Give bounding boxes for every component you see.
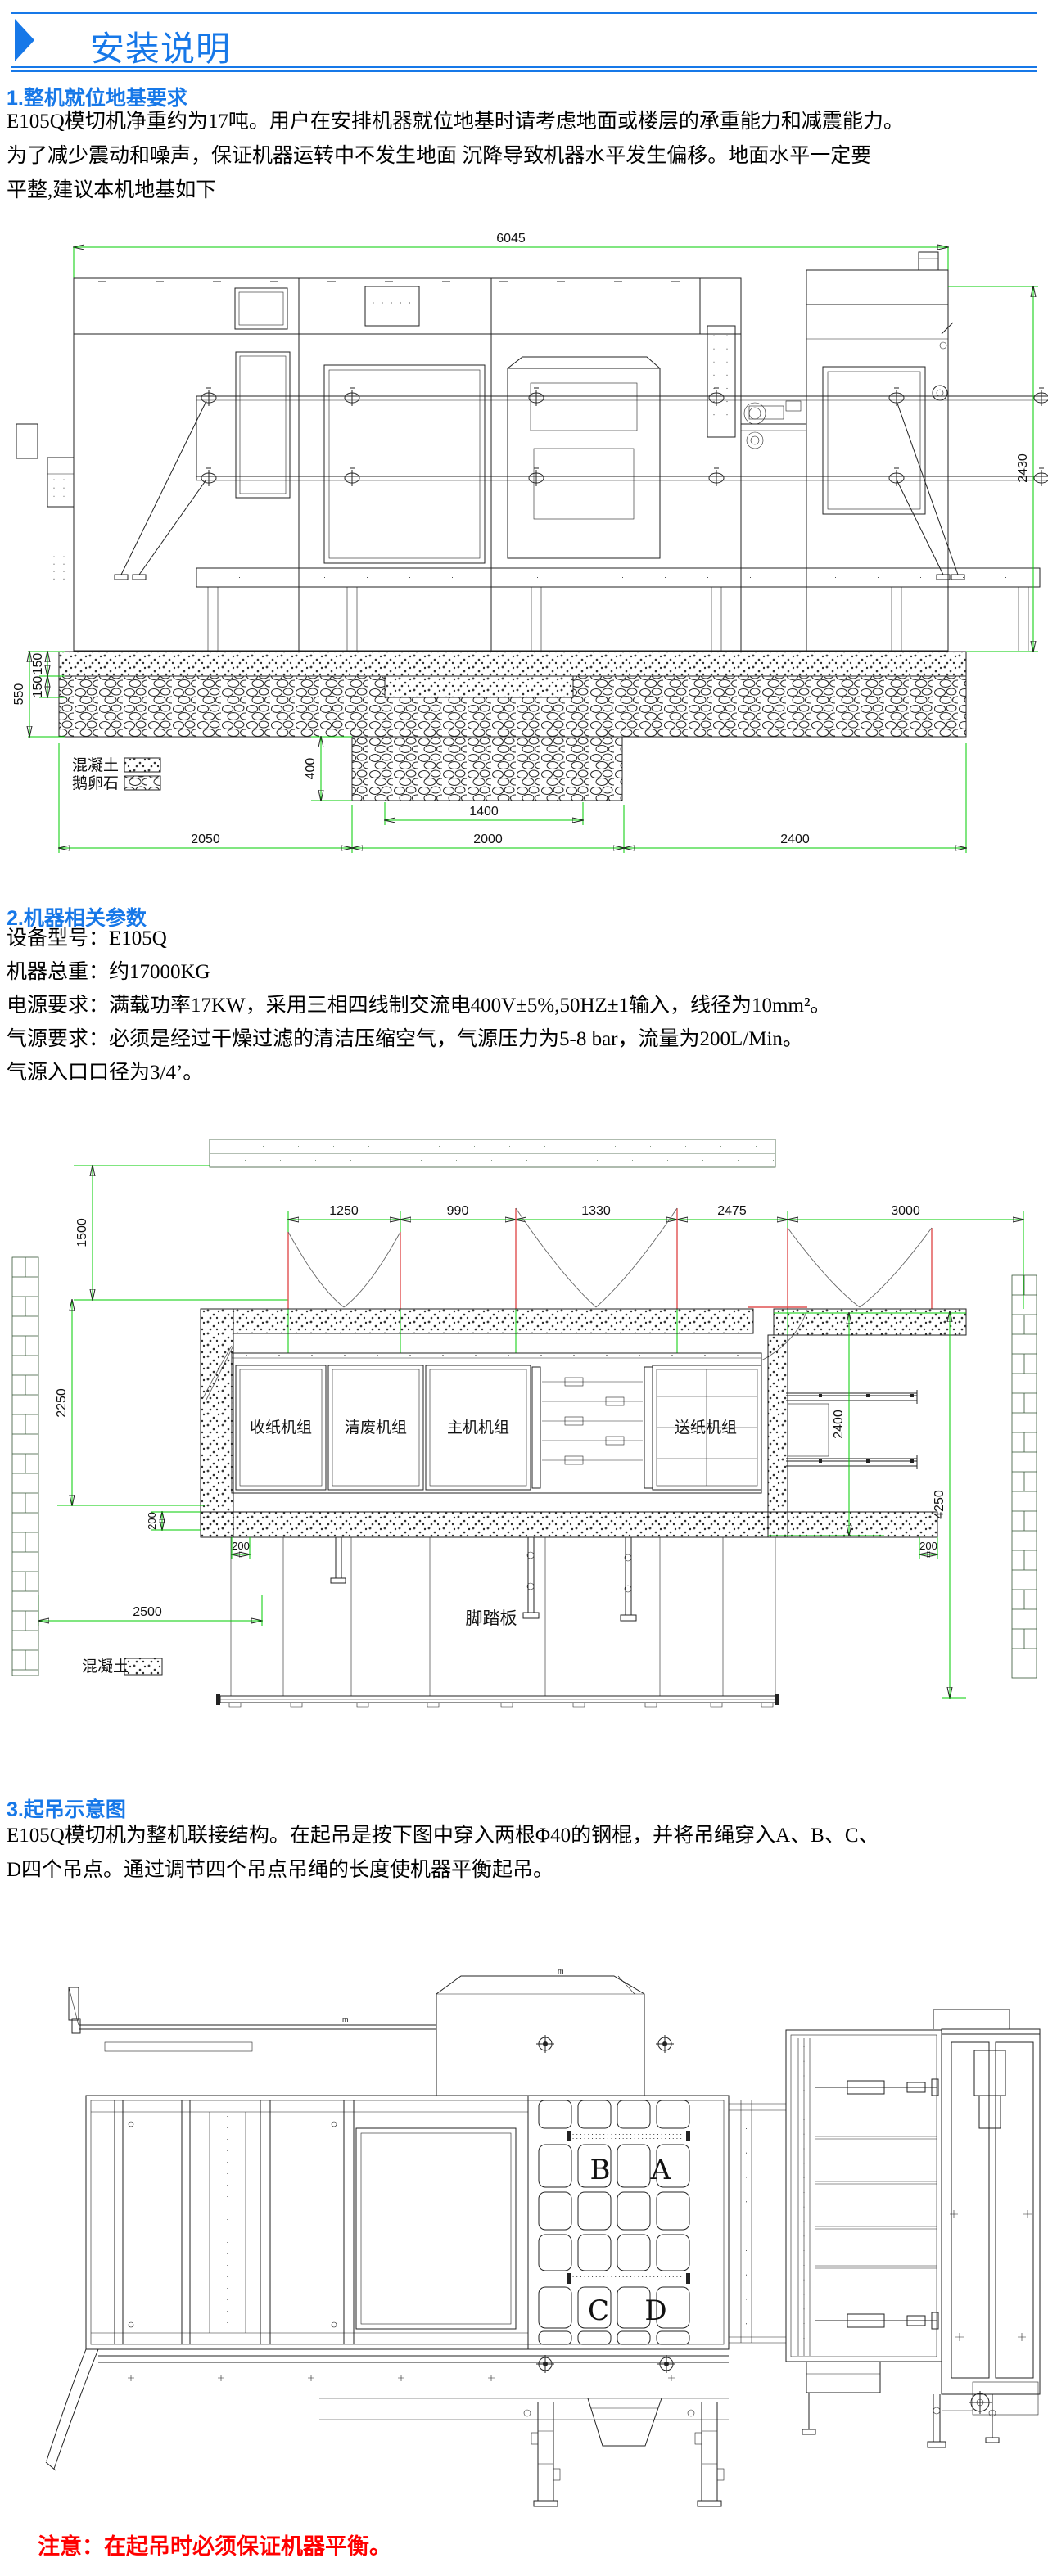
lift-points-panel: B A C D: [538, 2100, 690, 2345]
svg-text:m: m: [342, 2015, 349, 2023]
svg-text:6045: 6045: [496, 232, 526, 246]
legend-cobble-label: 鹅卵石: [72, 774, 119, 792]
svg-text:400: 400: [304, 758, 318, 780]
svg-text:200: 200: [146, 1512, 158, 1530]
steel-rod-dotted-band: [567, 2131, 690, 2141]
svg-text:1330: 1330: [581, 1204, 611, 1218]
diagram2-legend: 混凝土: [82, 1658, 163, 1676]
door-openings: [202, 1207, 933, 1401]
dim-total-width: 6045: [74, 232, 948, 278]
side-walls: [11, 1256, 1037, 1679]
section3-heading: 3.起吊示意图: [7, 1798, 126, 1821]
svg-text:3000: 3000: [891, 1204, 920, 1218]
machine-side-view: [16, 251, 1048, 652]
concrete-border: [200, 1308, 967, 1538]
header-arrow-icon: [15, 19, 34, 61]
footboard-label: 脚踏板: [466, 1608, 517, 1628]
svg-text:200: 200: [232, 1540, 250, 1552]
machine-top-view: m m: [68, 1967, 730, 2373]
lift-point-d: D: [644, 2294, 666, 2327]
lift-point-c: C: [588, 2294, 609, 2327]
hanging-leg: [687, 2402, 725, 2507]
svg-text:1400: 1400: [469, 805, 499, 819]
spec-line-weight: 机器总重：约17000KG: [7, 961, 210, 983]
header-rule-1: [11, 66, 1037, 68]
svg-text:990: 990: [447, 1204, 469, 1218]
machine-side-elevation-diagram: 6045: [12, 232, 1048, 853]
svg-text:1250: 1250: [329, 1204, 359, 1218]
svg-text:2475: 2475: [717, 1204, 747, 1218]
section2-heading: 2.机器相关参数: [7, 907, 147, 930]
spec-line-air-inlet: 气源入口口径为3/4’。: [7, 1062, 204, 1084]
header-top-rule: [11, 12, 1037, 14]
foundation-dimensions: 550 150 150 400 1400 2050 2000 2400 2430: [12, 286, 1038, 853]
header-rule-2: [11, 70, 1037, 72]
paragraph-line: D四个吊点。通过调节四个吊点吊绳的长度使机器平衡起吊。: [7, 1859, 554, 1881]
unit-label-delivery: 收纸机组: [250, 1419, 312, 1437]
svg-text:4250: 4250: [933, 1490, 946, 1519]
svg-text:2500: 2500: [133, 1605, 162, 1619]
paragraph-line: E105Q模切机为整机联接结构。在起吊是按下图中穿入两根Φ40的钢棍，并将吊绳穿…: [7, 1825, 879, 1847]
svg-text:m: m: [558, 1967, 564, 1975]
hanging-leg: [523, 2402, 561, 2507]
unit-label-stripping: 清废机组: [345, 1419, 407, 1437]
svg-text:150: 150: [31, 676, 45, 698]
lift-point-a: A: [650, 2154, 671, 2186]
unit-label-main: 主机机组: [447, 1419, 509, 1437]
svg-text:2430: 2430: [1016, 453, 1030, 483]
paragraph-line: 平整,建议本机地基如下: [7, 179, 217, 201]
steel-rod-dotted-band: [567, 2273, 690, 2284]
feeder-units-top-view: [729, 2009, 1041, 2395]
machine-underside: [45, 2348, 1039, 2507]
section1-heading: 1.整机就位地基要求: [7, 87, 187, 110]
spec-line-air: 气源要求：必须是经过干燥过滤的清洁压缩空气，气源压力为5-8 bar，流量为20…: [7, 1028, 803, 1050]
svg-text:150: 150: [31, 653, 45, 675]
svg-text:2050: 2050: [191, 832, 220, 846]
plan-side-dimensions: 2250 200 200 200 2500 2400 4250: [38, 1300, 966, 1698]
svg-text:2400: 2400: [832, 1410, 846, 1439]
unit-label-feeder: 送纸机组: [675, 1419, 737, 1437]
paragraph-line: E105Q模切机净重约为17吨。用户在安排机器就位地基时请考虑地面或楼层的承重能…: [7, 111, 904, 133]
svg-text:2250: 2250: [55, 1388, 69, 1418]
lifting-top-view-diagram: m m: [45, 1967, 1041, 2507]
section1-paragraph: E105Q模切机净重约为17吨。用户在安排机器就位地基时请考虑地面或楼层的承重能…: [7, 105, 1045, 208]
svg-text:1500: 1500: [75, 1218, 89, 1247]
paragraph-line: 为了减少震动和噪声，保证机器运转中不发生地面 沉降导致机器水平发生偏移。地面水平…: [7, 145, 872, 167]
warning-note: 注意：在起吊时必须保证机器平衡。: [38, 2534, 391, 2559]
foundation-plan-diagram: 1250 990 1330 2475 3000 1500: [11, 1139, 1037, 1708]
svg-text:2400: 2400: [780, 832, 810, 846]
top-wall: [209, 1139, 776, 1168]
legend-concrete-label: 混凝土: [72, 756, 119, 774]
diagram1-legend: 混凝土 鹅卵石: [72, 756, 161, 792]
section3-paragraph: E105Q模切机为整机联接结构。在起吊是按下图中穿入两根Φ40的钢棍，并将吊绳穿…: [7, 1819, 1045, 1888]
svg-text:200: 200: [919, 1540, 937, 1552]
foundation-section: [58, 651, 967, 801]
section2-paragraph: 设备型号：E105Q 机器总重：约17000KG 电源要求：满载功率17KW，采…: [7, 922, 1045, 1089]
lift-point-b: B: [590, 2154, 611, 2186]
spec-line-power: 电源要求：满载功率17KW，采用三相四线制交流电400V±5%,50HZ±1输入…: [7, 995, 831, 1017]
page-title: 安装说明: [90, 29, 232, 68]
spec-line-model: 设备型号：E105Q: [7, 927, 167, 950]
svg-text:550: 550: [12, 683, 26, 706]
svg-text:2000: 2000: [473, 832, 503, 846]
legend-concrete-label: 混凝土: [82, 1658, 129, 1676]
